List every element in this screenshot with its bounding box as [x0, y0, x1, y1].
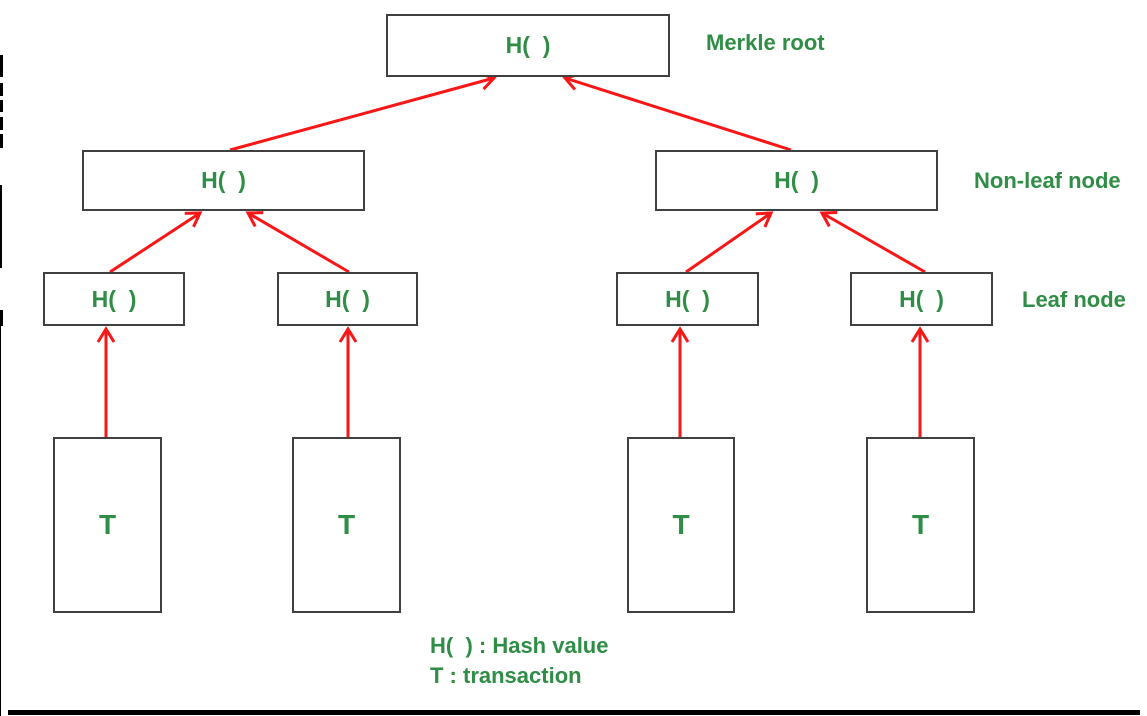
arrow-leaf1-to-nonleaf-left	[109, 211, 203, 274]
legend-transaction-line: T : transaction	[430, 663, 582, 688]
edge-artifact-mark-3	[0, 100, 3, 112]
edge-artifact-mark-2	[0, 83, 3, 96]
leaf-node-annotation: Leaf node	[1022, 287, 1126, 312]
arrow-nonleaf-right-to-root	[562, 72, 792, 152]
edge-artifact-mark-4	[0, 117, 3, 130]
transaction-box-1: T	[53, 437, 162, 613]
arrow-nonleaf-left-to-root	[229, 72, 497, 152]
transaction-box-3: T	[627, 437, 735, 613]
edge-artifact-line	[0, 326, 1, 716]
merkle-root-annotation: Merkle root	[706, 30, 825, 55]
leaf-node-1: H( )	[43, 272, 185, 326]
non-leaf-node-annotation: Non-leaf node	[974, 168, 1121, 193]
edge-artifact-mark-1	[0, 55, 3, 77]
transaction-box-2: T	[292, 437, 401, 613]
leaf-node-2: H( )	[277, 272, 418, 326]
edge-artifact-mark-5	[0, 134, 3, 148]
non-leaf-node-right: H( )	[655, 150, 938, 211]
edge-artifact-mark-6	[0, 185, 2, 268]
edge-artifact-mark-7	[0, 310, 3, 326]
bottom-border-bar	[8, 710, 1140, 715]
arrow-leaf3-to-nonleaf-right	[685, 211, 774, 274]
merkle-root-node: H( )	[386, 14, 670, 77]
legend: H( ) : Hash value T : transaction	[430, 631, 608, 691]
leaf-node-4: H( )	[850, 272, 993, 326]
legend-hash-line: H( ) : Hash value	[430, 633, 609, 658]
arrow-leaf2-to-nonleaf-left	[245, 211, 350, 274]
leaf-node-3: H( )	[616, 272, 759, 326]
transaction-box-4: T	[866, 437, 975, 613]
arrow-leaf4-to-nonleaf-right	[819, 211, 926, 274]
non-leaf-node-left: H( )	[82, 150, 365, 211]
